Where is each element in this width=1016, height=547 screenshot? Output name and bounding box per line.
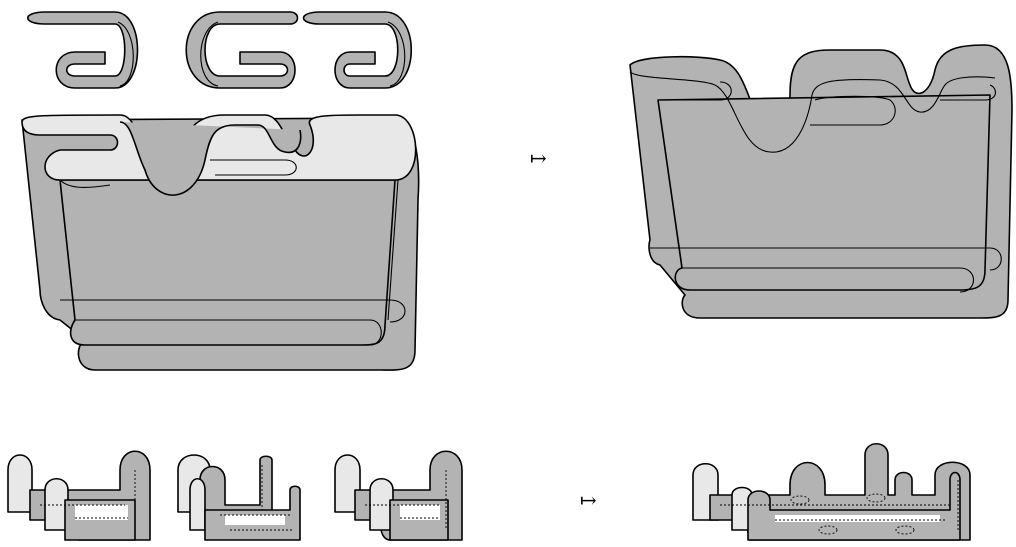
top-left-figure — [21, 11, 420, 371]
merged-strip-front — [747, 471, 961, 541]
bottom-right-figure — [692, 442, 971, 541]
band-hook-2 — [185, 11, 299, 89]
container-inner-side-right — [387, 179, 399, 321]
merged-strip-hole-4 — [895, 525, 915, 535]
merged-rim-2 — [658, 81, 732, 101]
map-arrow-top: ↦ — [530, 146, 547, 170]
merged-rim-1 — [629, 71, 996, 153]
band-hook-1 — [26, 11, 139, 89]
container-inner-band — [119, 121, 302, 196]
container-front-face — [59, 179, 396, 346]
merged-strip-hole-1 — [790, 495, 810, 505]
merged-strip-hole-3 — [818, 525, 838, 535]
container-inner-side-left — [59, 179, 76, 321]
merged-bottom-fold-2 — [682, 267, 975, 293]
top-right-figure — [629, 44, 1013, 319]
merged-rim-4 — [940, 84, 996, 101]
merged-bottom-fold-1 — [650, 247, 1002, 271]
strip-piece-2 — [177, 454, 301, 541]
merged-inner-side-left — [657, 99, 683, 269]
merged-strip-dotted — [720, 480, 959, 530]
band-hook-3-edge — [387, 21, 406, 87]
map-arrow-bottom: ↦ — [580, 488, 597, 512]
band-hook-2-edge — [200, 21, 219, 87]
container-bottom-fold-1 — [60, 299, 406, 323]
container-rim-line-1 — [59, 179, 111, 188]
strip-piece-3 — [334, 450, 463, 541]
band-hook-1-edge — [117, 21, 134, 87]
bottom-left-figure — [7, 450, 463, 541]
merged-strip-hole-2 — [866, 493, 886, 503]
merged-strip-slot — [775, 515, 940, 522]
merged-rim-3 — [810, 95, 896, 126]
merged-surface-front — [657, 94, 991, 291]
strip-piece-1 — [7, 450, 151, 541]
band-hook-3 — [302, 11, 412, 89]
container-bottom-fold-2 — [75, 319, 382, 346]
container-rim-line-2 — [210, 159, 297, 176]
